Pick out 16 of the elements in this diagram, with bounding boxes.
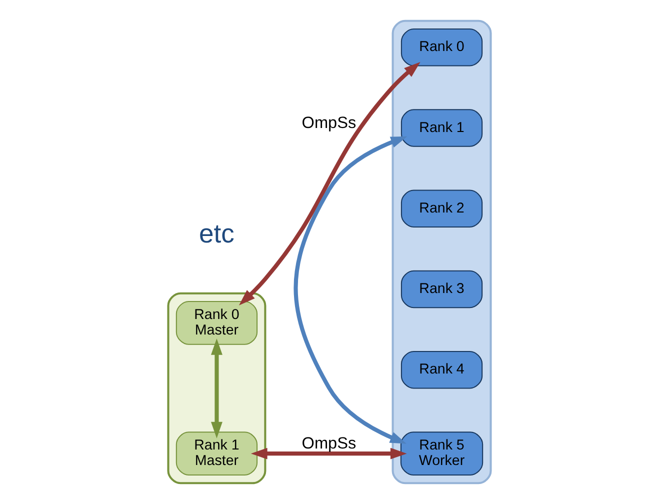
edge-label: OmpSs	[301, 434, 356, 452]
arrow	[293, 136, 407, 444]
node-box: Rank 4	[400, 351, 482, 389]
node-box: Rank 2	[400, 190, 482, 228]
node-box: Rank 0	[400, 28, 482, 66]
arrow	[210, 338, 222, 438]
cluster	[391, 20, 492, 484]
node-box: Rank 1	[400, 109, 482, 147]
node-box: Rank 5 Worker	[400, 432, 483, 476]
node-box: Rank 3	[400, 270, 482, 308]
edge-label: OmpSs	[301, 114, 356, 132]
node-box: Rank 1 Master	[175, 432, 258, 476]
label: etc	[198, 218, 234, 249]
arrow	[250, 448, 406, 460]
node-box: Rank 0 Master	[175, 301, 258, 345]
arrow	[238, 62, 420, 306]
